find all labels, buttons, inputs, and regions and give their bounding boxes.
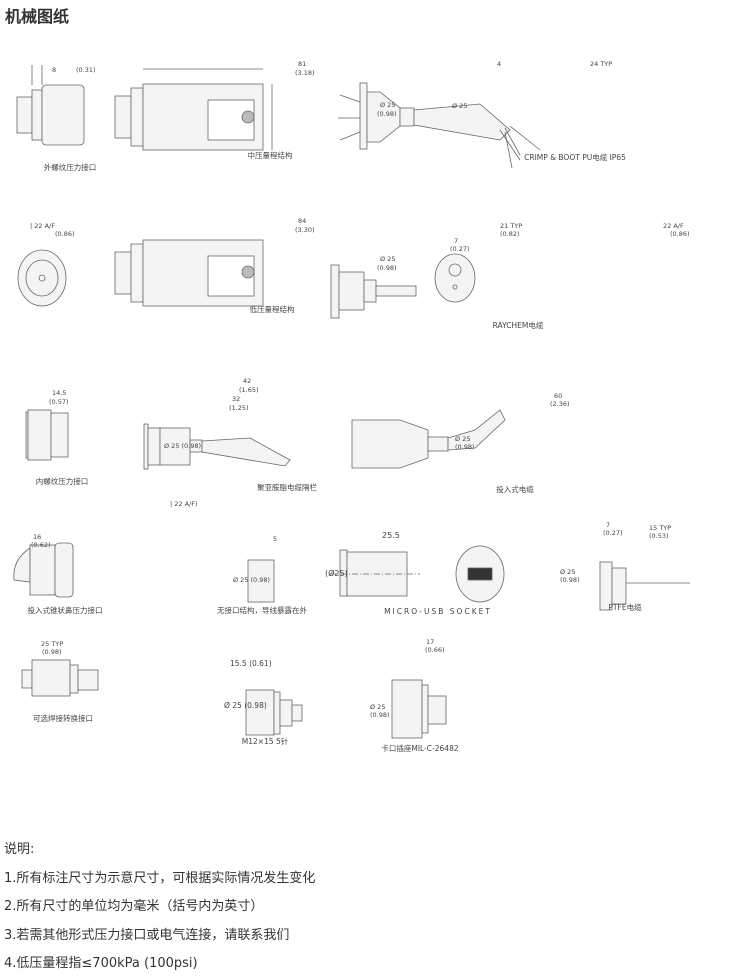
dimension-label: (0.98): [370, 711, 390, 719]
caption-medium-range: 中压量程结构: [247, 151, 293, 160]
note-item: 3.若需其他形式压力接口或电气连接，请联系我们: [4, 927, 290, 943]
dimension-label: 21 TYP: [500, 222, 523, 230]
dimension-label: Ø 25: [452, 102, 468, 110]
dimension-label: 32: [232, 395, 241, 403]
dimension-label: (0.57): [49, 398, 69, 406]
notes-heading: 说明:: [4, 842, 35, 857]
drawing-low-range-body: [114, 239, 264, 307]
dimension-label: 24 TYP: [590, 60, 613, 68]
caption-external-thread-port: 外螺纹压力接口: [43, 163, 97, 172]
dimension-label: | 22 A/F: [30, 222, 55, 230]
dimension-label: (Ø25): [325, 569, 348, 578]
note-item: 4.低压量程指≤700kPa (100psi): [4, 956, 198, 971]
drawing-crimp-boot-pu-cable: [338, 82, 541, 169]
dimension-label: (3.18): [295, 69, 315, 77]
caption-weld-adapter: 可选焊接转换接口: [33, 714, 93, 723]
dimension-label: (0.86): [55, 230, 75, 238]
drawing-polyurethane-cable-barrier: [143, 423, 291, 470]
dimension-label: (0.86): [670, 230, 690, 238]
caption-bayonet: 卡口插座MIL-C-26482: [381, 744, 459, 753]
page-title: 机械图纸: [5, 7, 70, 26]
dimension-label: 15 TYP: [649, 524, 672, 532]
dimension-label: Ø 25 (0.98): [164, 442, 202, 450]
dimension-label: (0.98): [560, 576, 580, 584]
drawing-raychem-cable: [330, 264, 417, 319]
dimension-label: (1.65): [239, 386, 259, 394]
dimension-label: (1.25): [229, 404, 249, 412]
dimension-label: 7: [606, 521, 611, 529]
dimension-label: (0.27): [603, 529, 623, 537]
caption-submersible-cable: 投入式电缆: [496, 485, 534, 494]
dimension-label: (0.82): [500, 230, 520, 238]
dimension-label: (2.36): [550, 400, 570, 408]
dimension-label: (0.27): [450, 245, 470, 253]
dimension-label: 15.5 (0.61): [230, 659, 272, 668]
dimension-label: (0.98): [42, 648, 62, 656]
dimension-label: Ø 25 (0.98): [224, 701, 267, 710]
dimension-label: 7: [454, 237, 459, 245]
dimension-label: 60: [554, 392, 563, 400]
drawing-no-connector: [247, 559, 275, 603]
caption-m12: M12×15 5针: [241, 737, 289, 746]
drawing-hex-front-view: [17, 249, 67, 307]
dimension-label: 22 A/F: [663, 222, 684, 230]
dimension-label: 16: [33, 533, 42, 541]
note-item: 1.所有标注尺寸为示意尺寸，可根据实际情况发生变化: [4, 870, 316, 886]
dimension-label: (0.98): [377, 110, 397, 118]
drawing-ptfe-cable: [599, 561, 690, 611]
caption-crimp-boot-cable: CRIMP & BOOT PU电缆 IP65: [524, 153, 626, 162]
dimension-label: 5: [273, 535, 278, 543]
note-item: 2.所有尺寸的单位均为毫米（括号内为英寸）: [4, 899, 264, 914]
drawing-medium-range-body: [114, 68, 273, 151]
mechanical-drawings: [13, 65, 690, 739]
drawing-micro-usb-side: [330, 549, 420, 597]
drawing-submersible-cable: [351, 409, 506, 469]
caption-cone-nose-port: 投入式锥状鼻压力接口: [27, 606, 103, 615]
drawing-weld-adapter: [21, 659, 99, 697]
drawing-bayonet-connector: [391, 679, 447, 739]
dimension-label: (0.98): [455, 443, 475, 451]
caption-no-connector: 无接口结构，导线暴露在外: [217, 606, 307, 615]
caption-internal-thread-port: 内螺纹压力接口: [35, 477, 89, 486]
caption-low-range: 低压量程结构: [249, 305, 295, 314]
drawing-internal-thread-port: [25, 409, 69, 461]
dimension-label: Ø 25: [560, 568, 576, 576]
dimension-label: 25 TYP: [41, 640, 64, 648]
dimension-label: 25.5: [382, 531, 400, 540]
dimension-label: (0.66): [425, 646, 445, 654]
dimension-label: Ø 25: [455, 435, 471, 443]
drawing-raychem-end-view: [434, 253, 476, 303]
drawing-external-thread-port: [16, 65, 85, 146]
dimension-label: (3.30): [295, 226, 315, 234]
dimension-label: Ø 25: [380, 101, 396, 109]
dimension-label: Ø 25: [370, 703, 386, 711]
dimension-label: (0.62): [31, 541, 51, 549]
dimension-label: | 22 A/F): [170, 500, 198, 508]
caption-raychem-cable: RAYCHEM电缆: [492, 321, 544, 330]
dimension-label: 42: [243, 377, 252, 385]
notes: 说明: 1.所有标注尺寸为示意尺寸，可根据实际情况发生变化 2.所有尺寸的单位均…: [4, 836, 315, 977]
dimension-label: 17: [426, 638, 435, 646]
drawing-m12-connector: [245, 689, 303, 736]
caption-micro-usb: MICRO-USB SOCKET: [384, 607, 492, 616]
dimension-label: (0.53): [649, 532, 669, 540]
dimension-label: Ø 25 (0.98): [233, 576, 271, 584]
dimension-label: 14.5: [52, 389, 67, 397]
dimension-label: 4: [497, 60, 502, 68]
dimension-label: (0.98): [377, 264, 397, 272]
dimension-label: Ø 25: [380, 255, 396, 263]
caption-ptfe-cable: PTFE电缆: [608, 603, 642, 612]
dimension-label: (0.31): [76, 66, 96, 74]
dimension-label: 84: [298, 217, 307, 225]
drawing-micro-usb-end: [455, 545, 505, 603]
caption-pu-cable-barrier: 聚亚胺脂电缆隔栏: [257, 483, 317, 492]
dimension-label: 8: [52, 66, 57, 74]
drawing-cone-nose-port: [13, 542, 74, 598]
dimension-label: 81: [298, 60, 307, 68]
